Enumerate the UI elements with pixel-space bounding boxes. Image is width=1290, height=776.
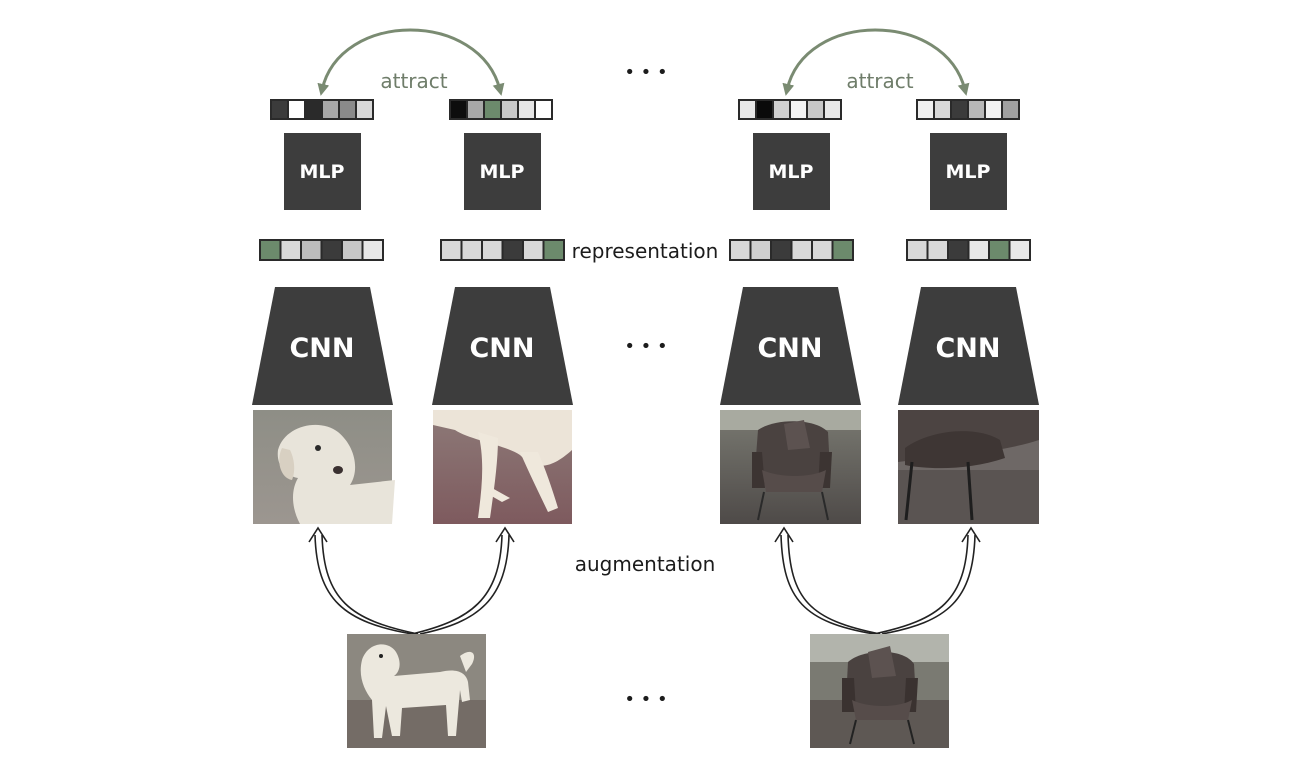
projection-vector-cell — [950, 99, 969, 120]
cnn-block-2: CNN — [432, 287, 573, 405]
mlp-label: MLP — [300, 161, 345, 183]
representation-vectors — [259, 239, 1031, 261]
augmented-image-dog-legs — [433, 410, 572, 524]
representation-vector-cell — [460, 239, 483, 261]
representation-vector-cell — [947, 239, 970, 261]
attract-arrow-left — [317, 28, 505, 96]
augmented-image-chair — [720, 410, 861, 524]
projection-vector-cell — [1001, 99, 1020, 120]
projection-vector-cell — [321, 99, 340, 120]
projection-vector-2 — [449, 99, 553, 120]
attract-label-right: attract — [846, 69, 913, 93]
representation-vector-cell — [440, 239, 463, 261]
ellipsis-bottom: • • • — [624, 689, 667, 710]
projection-vector-cell — [823, 99, 842, 120]
projection-vector-3 — [738, 99, 842, 120]
mlp-label: MLP — [946, 161, 991, 183]
projection-vector-cell — [500, 99, 519, 120]
projection-vector-4 — [916, 99, 1020, 120]
augmentation-arrows-chair — [774, 526, 981, 635]
representation-vector-cell — [831, 239, 854, 261]
mlp-block-4: MLP — [930, 133, 1007, 210]
mlp-block-1: MLP — [284, 133, 361, 210]
representation-vector-1 — [259, 239, 384, 261]
projection-vector-cell — [772, 99, 791, 120]
projection-vector-cell — [967, 99, 986, 120]
projection-vector-cell — [534, 99, 553, 120]
cnn-label: CNN — [469, 333, 534, 364]
cnn-block-4: CNN — [898, 287, 1039, 405]
projection-vector-cell — [916, 99, 935, 120]
mlp-block-3: MLP — [753, 133, 830, 210]
representation-vector-cell — [967, 239, 990, 261]
representation-vector-cell — [729, 239, 752, 261]
projection-vector-cell — [984, 99, 1003, 120]
representation-vector-cell — [790, 239, 813, 261]
representation-vector-4 — [906, 239, 1031, 261]
cnn-label: CNN — [757, 333, 822, 364]
projection-vector-1 — [270, 99, 374, 120]
representation-vector-cell — [341, 239, 364, 261]
representation-label: representation — [572, 239, 719, 263]
projection-vector-cell — [355, 99, 374, 120]
attract-label-left: attract — [380, 69, 447, 93]
mlp-label: MLP — [480, 161, 525, 183]
augmented-image-dog-head — [253, 410, 395, 524]
representation-vector-cell — [906, 239, 929, 261]
mlp-block-2: MLP — [464, 133, 541, 210]
representation-vector-cell — [926, 239, 949, 261]
projection-vector-cell — [738, 99, 757, 120]
representation-vector-cell — [542, 239, 565, 261]
representation-vector-cell — [749, 239, 772, 261]
attract-arrow-right — [782, 28, 970, 96]
cnn-block-1: CNN — [252, 287, 393, 405]
projection-vector-cell — [517, 99, 536, 120]
augmented-image-chair-closeup — [898, 410, 1039, 524]
representation-vector-cell — [811, 239, 834, 261]
representation-vector-cell — [259, 239, 282, 261]
cnn-block-3: CNN — [720, 287, 861, 405]
representation-vector-3 — [729, 239, 854, 261]
representation-vector-cell — [522, 239, 545, 261]
projection-vector-cell — [338, 99, 357, 120]
projection-vector-cell — [933, 99, 952, 120]
mlp-label: MLP — [769, 161, 814, 183]
projection-vector-cell — [755, 99, 774, 120]
representation-vector-cell — [501, 239, 524, 261]
ellipsis-middle: • • • — [624, 336, 667, 357]
ellipsis-top: • • • — [624, 62, 667, 83]
representation-vector-cell — [481, 239, 504, 261]
representation-vector-cell — [1008, 239, 1031, 261]
projection-vector-cell — [287, 99, 306, 120]
projection-vector-cell — [806, 99, 825, 120]
augmentation-label: augmentation — [575, 552, 716, 576]
representation-vector-cell — [279, 239, 302, 261]
projection-vector-cell — [789, 99, 808, 120]
original-image-dog — [347, 634, 486, 748]
augmentation-arrows-dog — [308, 526, 515, 635]
original-image-chair — [810, 634, 949, 748]
projection-vector-cell — [483, 99, 502, 120]
representation-vector-cell — [320, 239, 343, 261]
representation-vector-cell — [770, 239, 793, 261]
projection-vector-cell — [304, 99, 323, 120]
representation-vector-2 — [440, 239, 565, 261]
cnn-label: CNN — [935, 333, 1000, 364]
representation-vector-cell — [988, 239, 1011, 261]
projection-vector-cell — [270, 99, 289, 120]
cnn-label: CNN — [289, 333, 354, 364]
projection-vector-cell — [466, 99, 485, 120]
representation-vector-cell — [300, 239, 323, 261]
projection-vector-cell — [449, 99, 468, 120]
representation-vector-cell — [361, 239, 384, 261]
projection-vectors — [270, 99, 1020, 120]
